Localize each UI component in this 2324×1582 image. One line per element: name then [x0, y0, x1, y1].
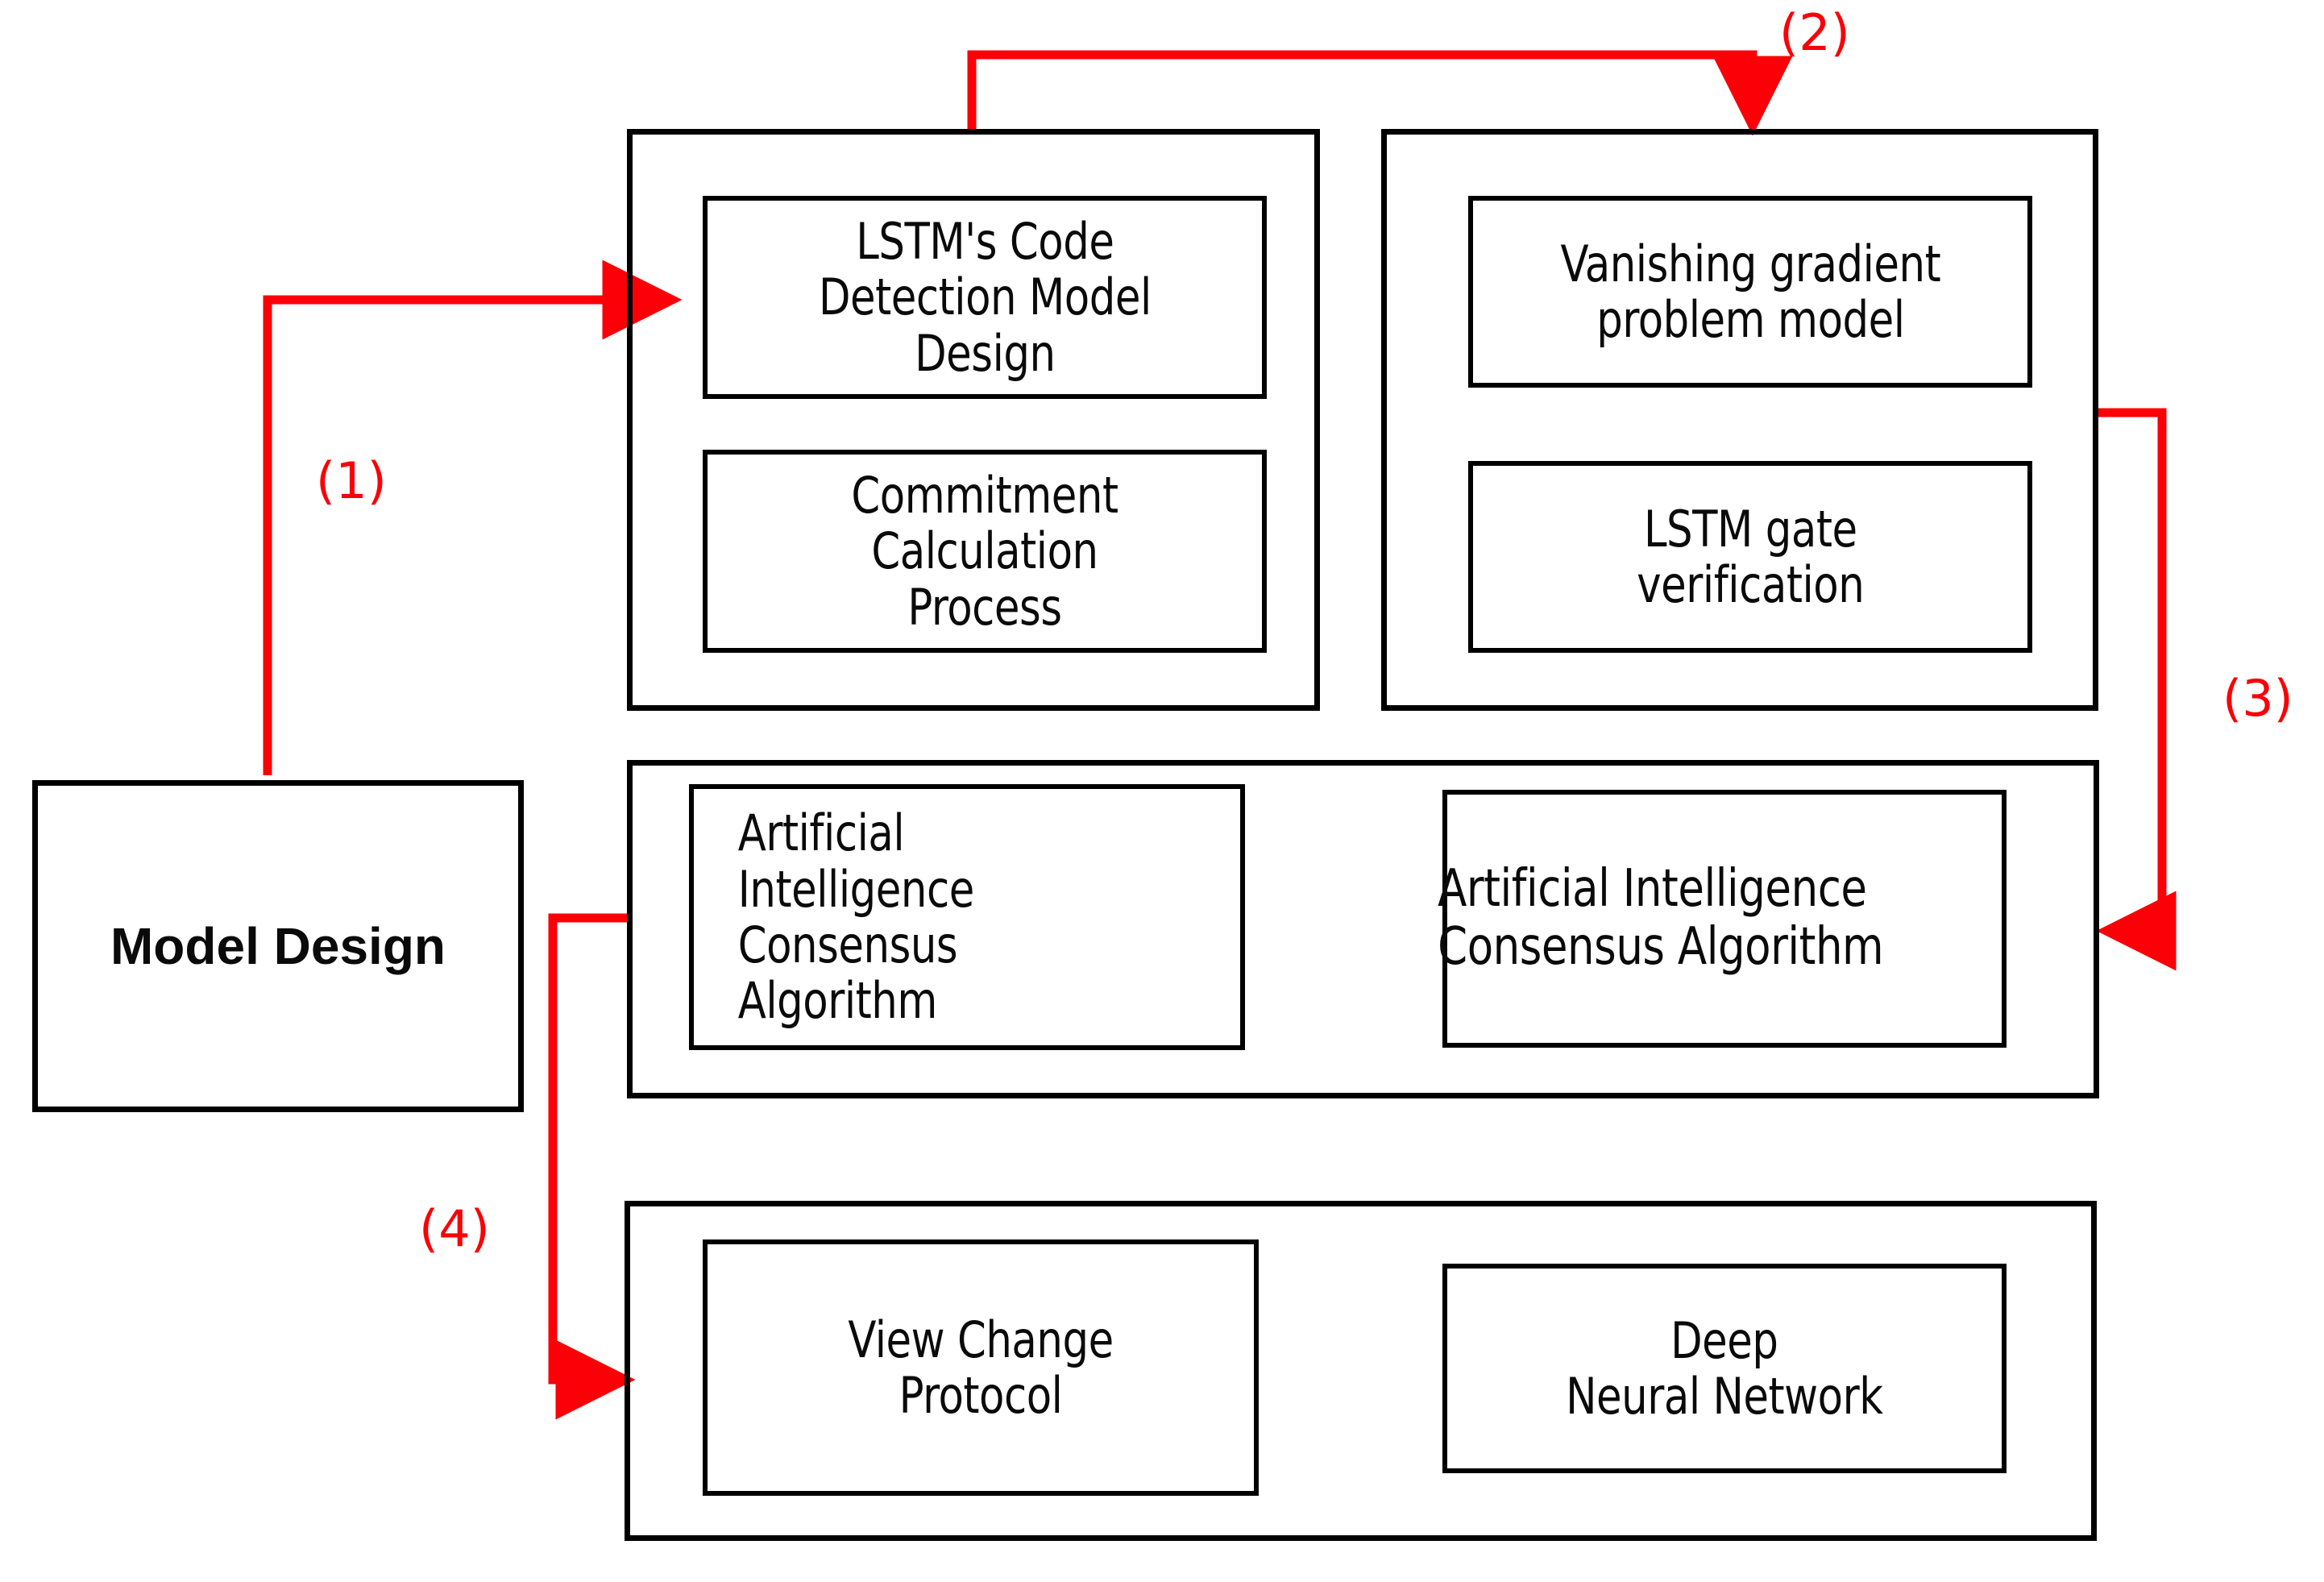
arrow-1-path	[263, 260, 683, 775]
arrow-2-path	[967, 50, 1793, 136]
lstm-gate-verification-label: LSTM gate verification	[1636, 499, 1865, 614]
arrow-label-2: (2)	[1779, 3, 1850, 62]
view-change-protocol-label: View Change Protocol	[848, 1310, 1114, 1425]
ai-consensus-right-node[interactable]: Artificial Intelligence Consensus Algori…	[1438, 790, 2007, 1048]
deep-neural-network-node[interactable]: Deep Neural Network	[1442, 1264, 2007, 1473]
lstm-code-detection-label: LSTM's Code Detection Model Design	[818, 211, 1152, 383]
lstm-gate-verification-node[interactable]: LSTM gate verification	[1468, 461, 2032, 653]
arrow-label-4: (4)	[419, 1199, 490, 1258]
model-design-root-box[interactable]: Model Design	[32, 780, 524, 1112]
gradient-panel	[1381, 129, 2098, 711]
arrow-label-3: (3)	[2222, 669, 2293, 728]
view-change-protocol-node[interactable]: View Change Protocol	[703, 1239, 1259, 1496]
commitment-calculation-label: Commitment Calculation Process	[851, 465, 1118, 637]
consensus-panel	[627, 760, 2099, 1098]
arrow-label-1: (1)	[316, 451, 387, 510]
vanishing-gradient-label: Vanishing gradient problem model	[1560, 234, 1940, 349]
lstm-panel	[627, 129, 1320, 711]
ai-consensus-right-label: Artificial Intelligence Consensus Algori…	[1437, 859, 1883, 977]
commitment-calculation-node[interactable]: Commitment Calculation Process	[703, 450, 1267, 653]
ai-consensus-left-node[interactable]: Artificial Intelligence Consensus Algori…	[689, 784, 1245, 1050]
vanishing-gradient-node[interactable]: Vanishing gradient problem model	[1468, 196, 2032, 388]
ai-consensus-left-label: Artificial Intelligence Consensus Algori…	[737, 803, 975, 1031]
arrow-3-path	[2095, 408, 2177, 971]
protocol-panel	[625, 1201, 2097, 1541]
model-design-label: Model Design	[110, 917, 446, 975]
arrow-4-path	[548, 913, 636, 1420]
lstm-code-detection-node[interactable]: LSTM's Code Detection Model Design	[703, 196, 1267, 399]
deep-neural-network-label: Deep Neural Network	[1566, 1310, 1883, 1426]
